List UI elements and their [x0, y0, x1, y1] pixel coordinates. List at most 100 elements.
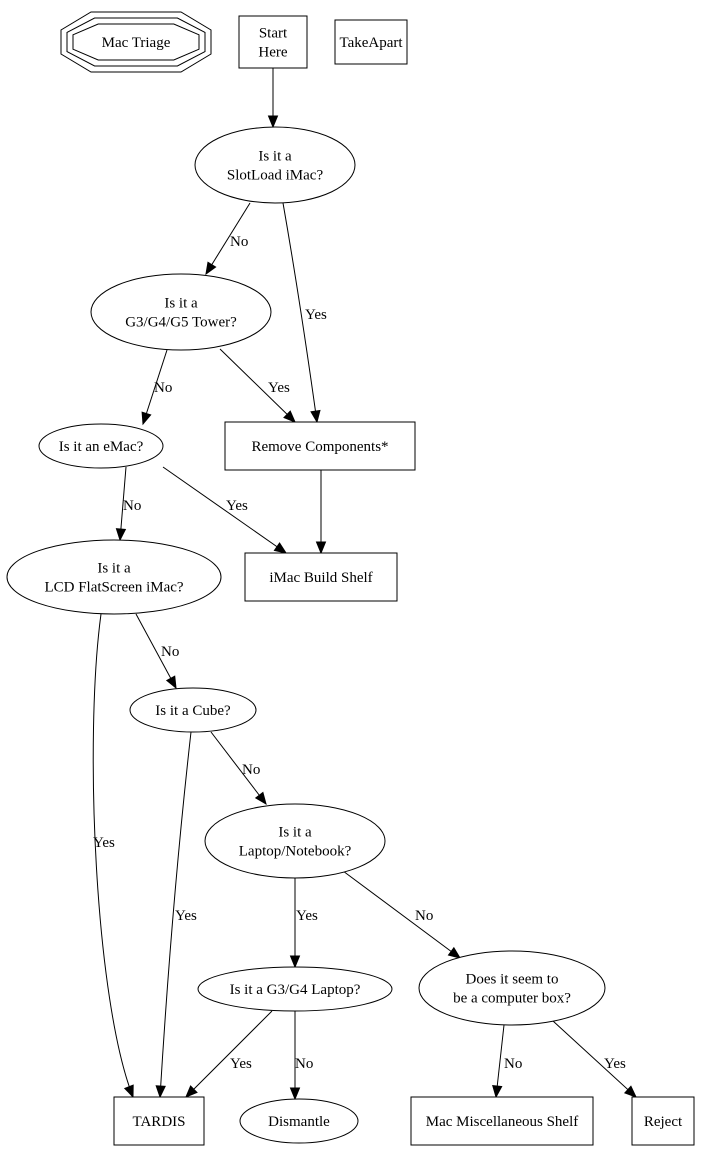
node-label: Laptop/Notebook? [239, 844, 352, 860]
arrowhead-icon [492, 1084, 503, 1099]
edge-cube-laptop: No [210, 731, 267, 806]
arrowhead-icon [447, 946, 462, 959]
edge-label: No [415, 908, 433, 924]
node-tardis: TARDIS [113, 1096, 205, 1146]
node-label: Dismantle [268, 1114, 330, 1130]
edge-emac-buildshelf: Yes [162, 466, 288, 554]
edge-label: No [230, 234, 248, 250]
arrowhead-icon [273, 542, 288, 554]
edge-label: No [123, 498, 141, 514]
arrowhead-icon [185, 1085, 198, 1098]
edge-line [142, 349, 168, 425]
edge-lcd-cube: No [135, 613, 179, 690]
node-label: iMac Build Shelf [269, 570, 372, 586]
node-label: SlotLoad iMac? [227, 168, 324, 184]
edge-line [282, 202, 318, 423]
box-shape [238, 15, 308, 69]
octagon-shape [72, 23, 200, 61]
node-slotload: Is it a SlotLoad iMac? [194, 126, 356, 204]
ellipse-shape [38, 423, 164, 469]
edge-computerbox-miscshelf: No [492, 1024, 522, 1099]
edge-g3g4-tardis: Yes [185, 1010, 273, 1098]
node-label: Start [259, 26, 288, 42]
node-label: Is it a G3/G4 Laptop? [230, 982, 361, 998]
edge-label: No [242, 762, 260, 778]
edge-remove-buildshelf [315, 470, 327, 555]
arrowhead-icon [115, 528, 127, 542]
edge-label: Yes [305, 307, 327, 323]
arrowhead-icon [205, 261, 217, 276]
node-label: Mac Triage [102, 35, 171, 51]
arrowhead-icon [165, 675, 177, 690]
arrowhead-icon [254, 791, 267, 806]
ellipse-shape [418, 950, 606, 1026]
node-reject: Reject [631, 1096, 695, 1146]
node-remove: Remove Components* [224, 421, 416, 471]
arrowhead-icon [289, 955, 301, 969]
node-label: TakeApart [339, 35, 403, 51]
edge-line [159, 731, 192, 1098]
ellipse-shape [197, 966, 393, 1012]
node-label: Here [258, 45, 287, 61]
edge-line [135, 613, 177, 689]
node-miscshelf: Mac Miscellaneous Shelf [410, 1096, 594, 1146]
arrowhead-icon [283, 410, 296, 423]
edge-label: No [154, 380, 172, 396]
edge-start-slotload [267, 68, 279, 129]
edge-line [185, 1010, 273, 1098]
edge-label: Yes [93, 835, 115, 851]
ellipse-shape [194, 126, 356, 204]
arrowhead-icon [141, 411, 152, 426]
box-shape [631, 1096, 695, 1146]
edge-slotload-tower: No [205, 202, 251, 276]
node-label: Is it a [258, 149, 292, 165]
node-laptop: Is it a Laptop/Notebook? [204, 803, 386, 879]
node-label: LCD FlatScreen iMac? [44, 580, 183, 596]
edge-tower-emac: No [141, 349, 172, 426]
edge-tower-remove: Yes [219, 348, 296, 423]
edge-line [210, 731, 267, 805]
edge-laptop-computerbox: No [342, 870, 462, 959]
box-shape [410, 1096, 594, 1146]
node-dismantle: Dismantle [239, 1098, 359, 1144]
node-cube: Is it a Cube? [129, 687, 257, 733]
node-computerbox: Does it seem to be a computer box? [418, 950, 606, 1026]
ellipse-shape [6, 539, 222, 615]
node-tower: Is it a G3/G4/G5 Tower? [90, 273, 272, 351]
edge-slotload-remove: Yes [282, 202, 327, 424]
edge-computerbox-reject: Yes [552, 1020, 637, 1098]
edge-line [219, 348, 296, 423]
edge-lcd-tardis: Yes [92, 613, 134, 1099]
node-label: Does it seem to [466, 972, 559, 988]
edge-label: Yes [226, 498, 248, 514]
edge-label: Yes [296, 908, 318, 924]
node-label: Is it a Cube? [155, 703, 231, 719]
edge-label: Yes [268, 380, 290, 396]
arrowhead-icon [289, 1087, 301, 1101]
arrowhead-icon [123, 1084, 134, 1099]
edge-line [342, 870, 461, 959]
node-label: Is it a [164, 296, 198, 312]
arrowhead-icon [155, 1085, 166, 1099]
edge-line [119, 466, 127, 541]
arrowhead-icon [623, 1085, 637, 1098]
box-shape [334, 19, 408, 65]
arrowhead-icon [267, 115, 279, 129]
ellipse-shape [90, 273, 272, 351]
node-g3g4: Is it a G3/G4 Laptop? [197, 966, 393, 1012]
node-label: Reject [644, 1114, 683, 1130]
edge-label: No [295, 1056, 313, 1072]
arrowhead-icon [310, 409, 321, 424]
edge-label: No [161, 644, 179, 660]
node-emac: Is it an eMac? [38, 423, 164, 469]
edge-label: Yes [604, 1056, 626, 1072]
node-label: G3/G4/G5 Tower? [125, 315, 237, 331]
edge-laptop-g3g4: Yes [289, 878, 318, 969]
edge-label: No [504, 1056, 522, 1072]
node-label: be a computer box? [453, 991, 571, 1007]
node-label: Is it a [278, 825, 312, 841]
node-label: Remove Components* [251, 439, 388, 455]
edge-label: Yes [230, 1056, 252, 1072]
edge-g3g4-dismantle: No [289, 1011, 313, 1101]
